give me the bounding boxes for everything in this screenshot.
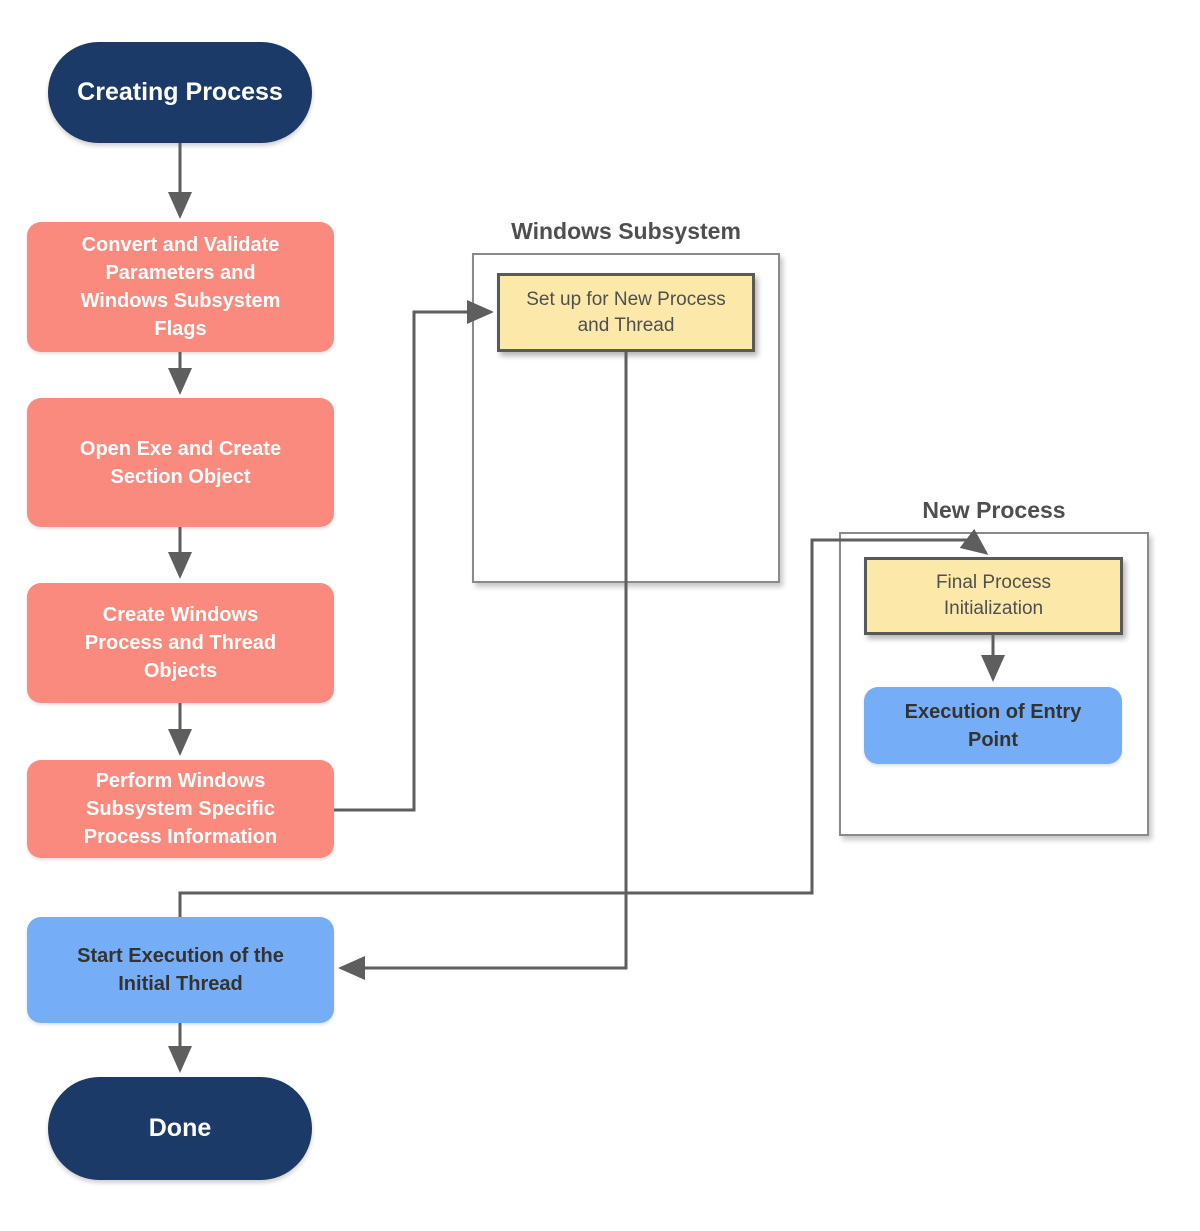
node-start-execution-initial-thread: Start Execution of the Initial Thread <box>27 917 334 1023</box>
node-execution-of-entry-point: Execution of Entry Point <box>864 687 1122 764</box>
node-done: Done <box>48 1077 312 1180</box>
connector-perform-subsystem-to-setup <box>334 300 494 812</box>
node-create-process-thread-objects: Create Windows Process and Thread Object… <box>27 583 334 703</box>
node-setup-new-process-thread: Set up for New Process and Thread <box>497 273 755 352</box>
node-convert-and-validate: Convert and Validate Parameters and Wind… <box>27 222 334 352</box>
node-final-process-initialization: Final Process Initialization <box>864 557 1123 635</box>
node-perform-subsystem-specific: Perform Windows Subsystem Specific Proce… <box>27 760 334 858</box>
node-open-exe-create-section: Open Exe and Create Section Object <box>27 398 334 527</box>
container-new-process-label: New Process <box>922 496 1066 523</box>
container-windows-subsystem-label: Windows Subsystem <box>511 217 741 244</box>
node-creating-process: Creating Process <box>48 42 312 143</box>
